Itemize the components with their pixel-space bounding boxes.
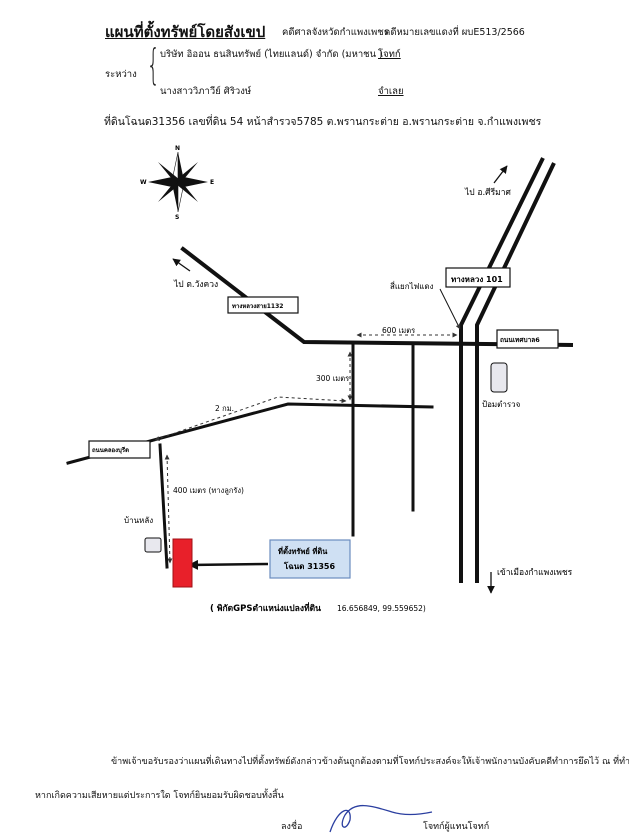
compass-s: S [175, 214, 179, 221]
gps-label: ( พิกัดGPSตำแหน่งแปลงที่ดิน [210, 601, 321, 614]
label-highway-101: ทางหลวง 101 [445, 267, 511, 288]
land-info: ที่ดินโฉนด31356 เลขที่ดิน 54 หน้าสำรวจ57… [104, 116, 542, 128]
defendant-name: นางสาววิภาวีย์ ศิริวงษ์ [160, 86, 252, 97]
plaintiff-name: บริษัท อิออน ธนสินทรัพย์ (ไทยแลนด์) จำกั… [160, 49, 383, 60]
liability-statement: หากเกิดความเสียหายแต่ประการใด โจทก์ยินยอ… [35, 791, 284, 801]
svg-text:ทางหลวงสาย1132: ทางหลวงสาย1132 [232, 303, 283, 310]
party-brace: { [146, 40, 161, 89]
certification-statement: ข้าพเจ้าขอรับรองว่าแผนที่เดินทางไปที่ตั้… [111, 757, 629, 767]
label-house-behind: บ้านหลัง [124, 516, 153, 525]
property-marker [172, 538, 193, 588]
gps-coordinates: 16.656849, 99.559652) [337, 604, 426, 613]
police-box-marker [490, 362, 508, 393]
label-dist-400: 400 เมตร (ทางลูกรัง) [173, 486, 244, 495]
arrow-to-wangkhuang [172, 258, 191, 272]
compass-e: E [210, 179, 214, 186]
court-name: คดีศาลจังหวัดกำแพงเพชร [282, 27, 389, 38]
compass-w: W [140, 179, 147, 186]
route-dashes [154, 332, 458, 564]
label-dist-300: 300 เมตร [316, 374, 349, 383]
signature [329, 804, 433, 833]
highway-101-road [459, 157, 556, 583]
map-title: แผนที่ตั้งทรัพย์โดยสังเขป [105, 23, 266, 41]
between-label: ระหว่าง [105, 69, 137, 80]
plaintiff-role: โจทก์ [378, 49, 401, 60]
label-to-sirimat: ไป อ.ศีรีมาศ [464, 187, 512, 198]
case-number: คดีหมายเลขแดงที่ ผบE513/2566 [384, 27, 525, 38]
defendant-role: จำเลย [378, 86, 404, 97]
label-dist-600: 600 เมตร [382, 326, 415, 335]
svg-text:ทางหลวง 101: ทางหลวง 101 [451, 275, 503, 284]
svg-text:โฉนด 31356: โฉนด 31356 [283, 561, 335, 571]
compass-n: N [175, 145, 180, 152]
highway-1132-road [180, 246, 574, 348]
label-police-box: ป้อมตำรวจ [482, 400, 521, 409]
svg-text:ถนนคลองบุรีด: ถนนคลองบุรีด [92, 446, 129, 454]
svg-text:ถนนเทศบาล6: ถนนเทศบาล6 [500, 336, 540, 344]
label-highway-1132: ทางหลวงสาย1132 [227, 296, 299, 314]
pointer-property [188, 559, 269, 570]
house-marker [144, 537, 162, 553]
label-traffic-light: สี่แยกไฟแดง [390, 280, 434, 291]
property-callout: ที่ตั้งทรัพย์ ที่ดิน โฉนด 31356 [269, 539, 351, 579]
label-to-wangkhuang: ไป ต.วังควง [173, 279, 218, 290]
svg-text:ที่ตั้งทรัพย์ ที่ดิน: ที่ตั้งทรัพย์ ที่ดิน [278, 545, 328, 556]
compass-rose: N S W E [140, 145, 214, 221]
label-to-kamphaeng: เข้าเมืองกำแพงเพชร [497, 567, 573, 578]
arrow-to-sirimat [493, 165, 508, 184]
label-khonburi-road: ถนนคลองบุรีด [88, 440, 151, 459]
pointer-traffic-light [439, 288, 461, 330]
sign-role: โจทก์ผู้แทนโจทก์ [423, 822, 490, 832]
label-dist-2km: 2 กม. [215, 404, 234, 413]
label-municipal-road: ถนนเทศบาล6 [496, 329, 559, 349]
sign-label: ลงชื่อ [281, 822, 303, 832]
